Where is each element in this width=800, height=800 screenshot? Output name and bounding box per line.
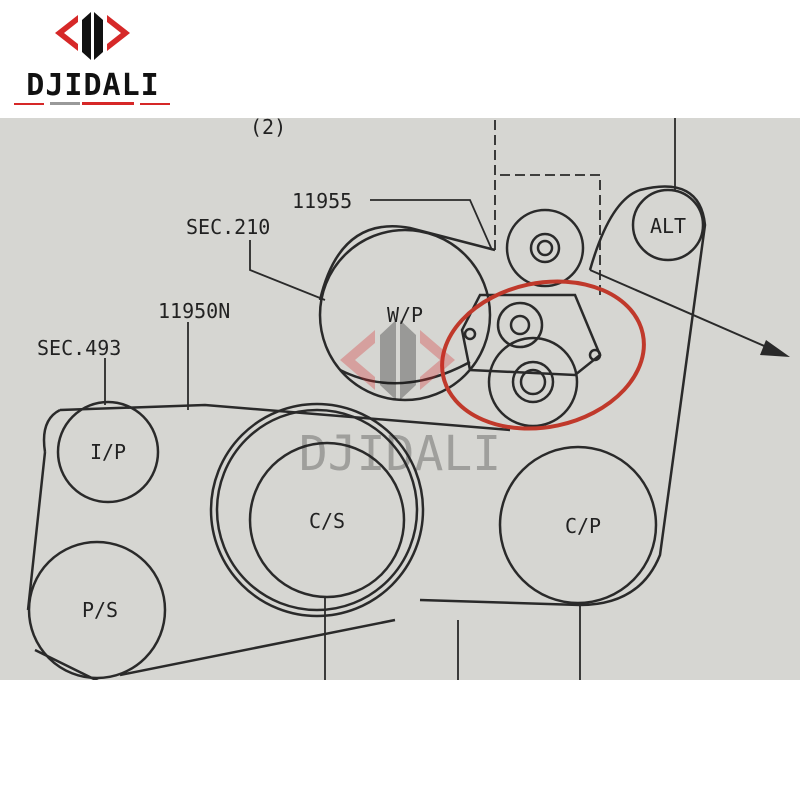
brand-logo: DJIDALI: [0, 0, 190, 115]
tensioner-pivot: [496, 301, 544, 349]
belt-routing-diagram: DJIDALI (2) 11955 SEC.210 11950N SEC.493…: [0, 115, 800, 684]
drive-belt: [26, 403, 511, 684]
label-wp: W/P: [387, 303, 423, 327]
logo-left-chevron: [55, 15, 78, 51]
pulley-ip: [56, 400, 160, 504]
pulley-cp: [498, 445, 658, 605]
pulley-alt: [631, 188, 705, 262]
logo-left-bar: [82, 12, 91, 60]
logo-wordmark: DJIDALI: [26, 68, 159, 103]
pulley-cs: [248, 441, 406, 599]
label-11955: 11955: [292, 189, 352, 213]
alt-belt: [419, 185, 707, 607]
pulley-wp: [318, 228, 492, 402]
label-sec-210: SEC.210: [186, 215, 270, 239]
label-ip: I/P: [90, 440, 126, 464]
wp-belt: [318, 225, 496, 385]
direction-arrow: [589, 269, 786, 356]
label-qty: (2): [250, 118, 286, 139]
label-sec-493: SEC.493: [37, 336, 121, 360]
logo-right-chevron: [107, 15, 130, 51]
highlight-circle: [440, 279, 646, 431]
tensioner-bracket: [460, 293, 602, 377]
label-alt: ALT: [650, 214, 686, 238]
logo-right-bar: [94, 12, 103, 60]
idler-pulley-lower: [487, 336, 579, 428]
label-11950n: 11950N: [158, 299, 230, 323]
label-cs: C/S: [309, 509, 345, 533]
idler-pulley-upper: [505, 208, 585, 288]
label-cp: C/P: [565, 514, 601, 538]
label-ps: P/S: [82, 598, 118, 622]
watermark: DJIDALI: [299, 320, 501, 482]
watermark-text: DJIDALI: [299, 426, 501, 482]
belt-ac-loop: [215, 408, 419, 612]
